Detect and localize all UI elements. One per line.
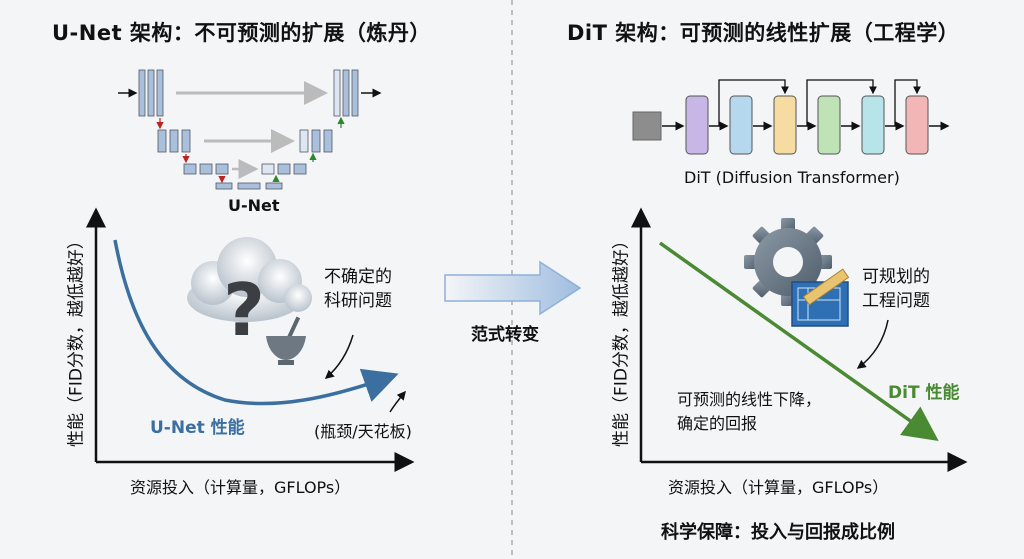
plateau-pointer-arrow (389, 390, 406, 413)
plannable-label-line1: 可规划的 (862, 267, 930, 287)
uncertain-label-line1: 不确定的 (324, 267, 392, 287)
dit-block (861, 95, 885, 155)
plannable-pointer-arrow (856, 319, 889, 369)
paradigm-shift-arrow (444, 260, 582, 316)
decline-label-line1: 可预测的线性下降， (677, 390, 822, 409)
ruler-icon (802, 268, 850, 306)
plateau-label: (瓶颈/天花板) (314, 422, 412, 441)
left-y-axis-label: 性能（FID分数，越低越好） (66, 232, 87, 447)
dit-architecture-diagram (632, 79, 950, 155)
dit-performance-line (658, 241, 939, 442)
paradigm-shift-label: 范式转变 (471, 325, 539, 345)
dit-arch-label: DiT (Diffusion Transformer) (684, 168, 900, 187)
dit-block (817, 95, 841, 155)
right-title: DiT 架构：可预测的线性扩展（工程学） (567, 21, 960, 45)
dit-block (685, 95, 709, 155)
right-y-axis-label: 性能（FID分数，越低越好） (611, 232, 632, 447)
left-title: U-Net 架构：不可预测的扩展（炼丹） (52, 21, 431, 45)
unet-curve-label: U-Net 性能 (150, 418, 245, 438)
unet-arch-label: U-Net (228, 196, 280, 215)
dit-block (773, 95, 797, 155)
cloud-icon (187, 237, 312, 322)
dit-block (729, 95, 753, 155)
left-x-axis-label: 资源投入（计算量，GFLOPs） (130, 478, 351, 497)
left-chart-axes (86, 207, 415, 472)
dit-line-label: DiT 性能 (888, 383, 960, 403)
unet-performance-curve (113, 239, 399, 406)
gear-icon (744, 218, 832, 306)
dit-block (905, 95, 929, 155)
plannable-label-line2: 工程问题 (862, 291, 930, 311)
right-x-axis-label: 资源投入（计算量，GFLOPs） (668, 478, 889, 497)
question-mark-icon: ? (223, 268, 265, 352)
decline-label-line2: 确定的回报 (677, 414, 758, 433)
right-chart-axes (631, 207, 968, 472)
unet-architecture-diagram (118, 69, 382, 190)
mortar-pestle-icon (266, 316, 306, 365)
uncertain-label-line2: 科研问题 (324, 291, 392, 311)
uncertain-pointer-arrow (324, 334, 354, 379)
footer-label: 科学保障：投入与回报成比例 (661, 522, 895, 543)
